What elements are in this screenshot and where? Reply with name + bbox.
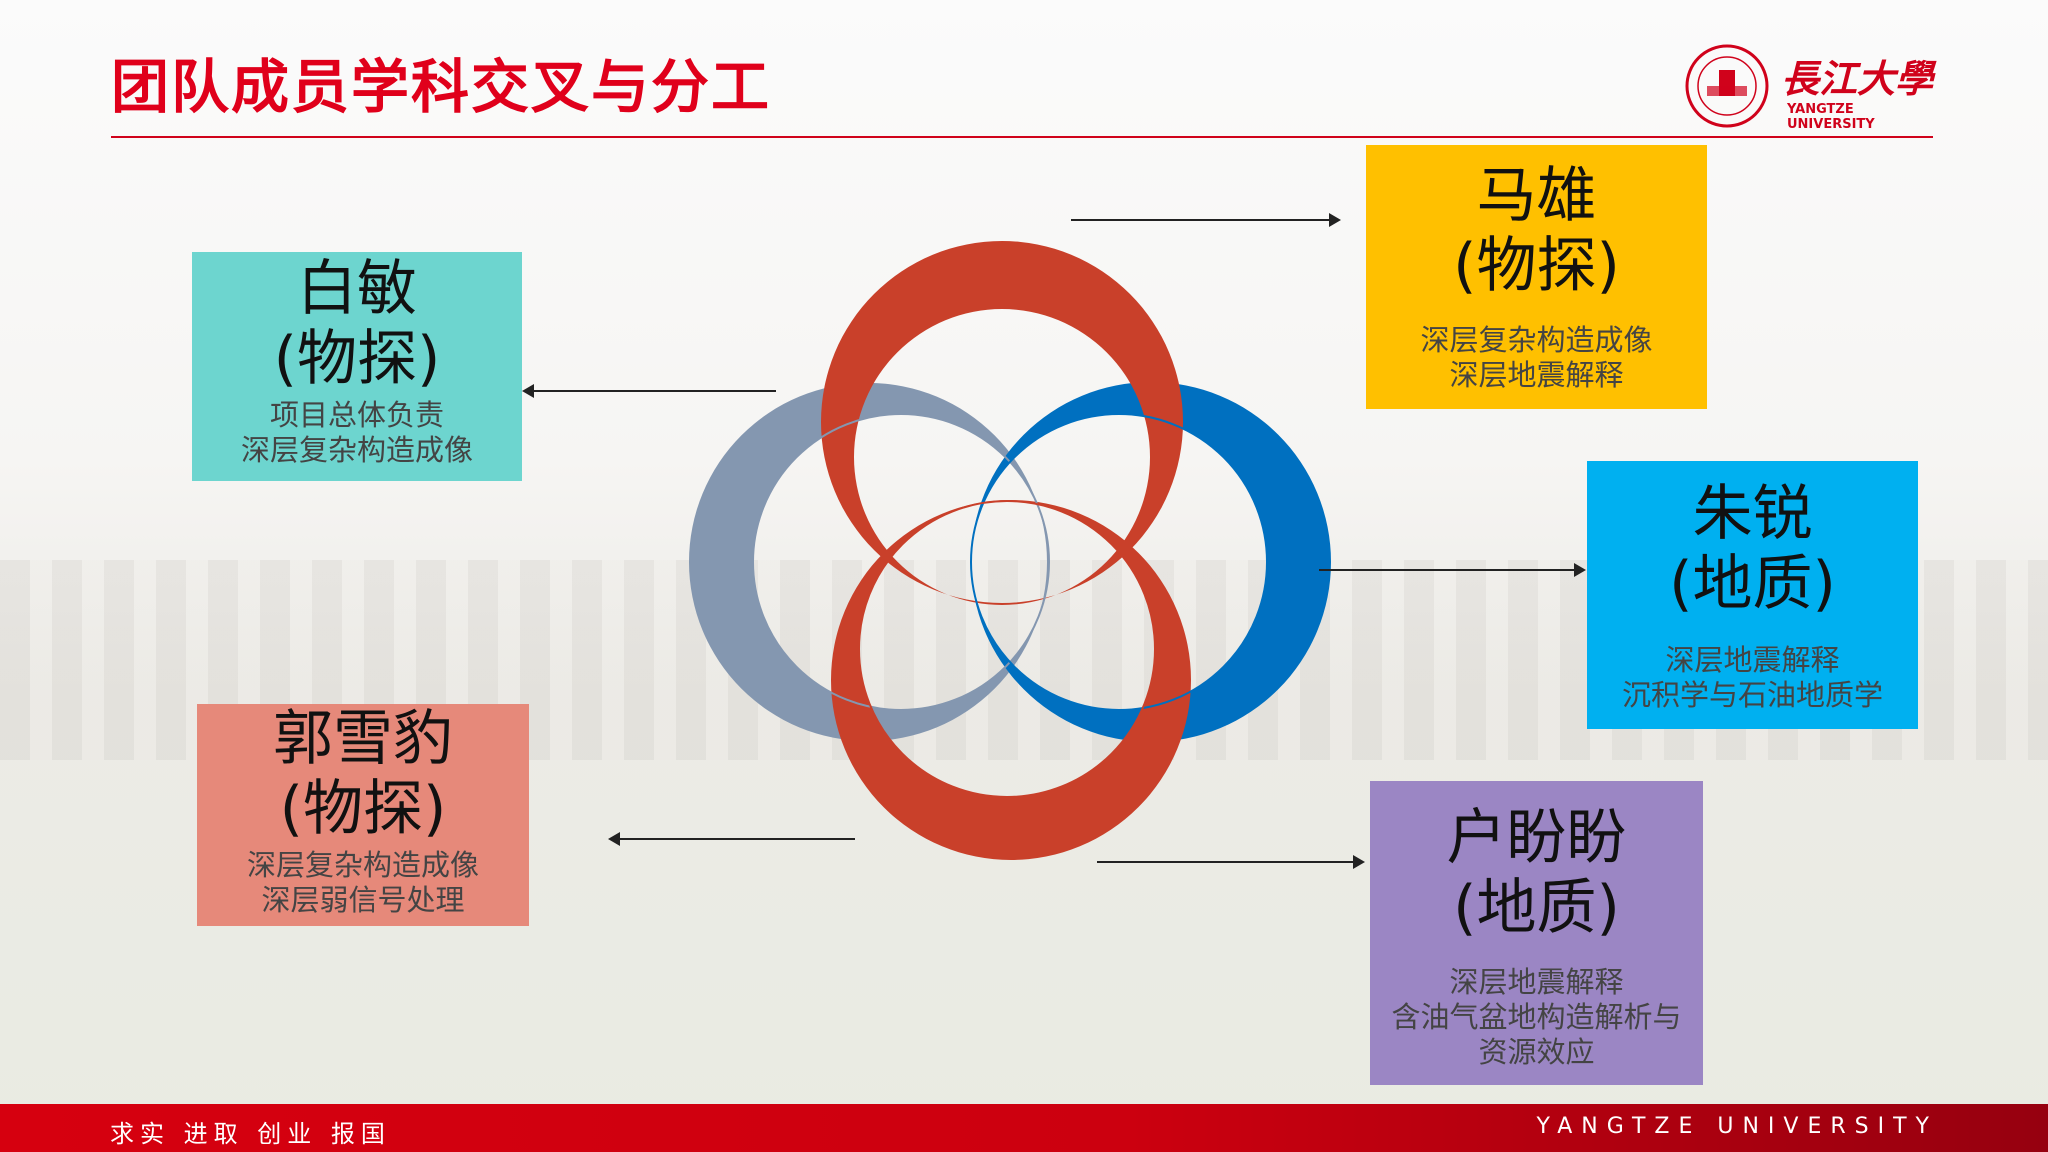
member-field: (物探) (273, 324, 441, 394)
member-duty: 深层地震解释 (1665, 643, 1840, 677)
member-duty: 资源效应 (1478, 1035, 1595, 1069)
footer-motto: 求实 进取 创业 报国 (110, 1120, 391, 1148)
logo-name-cn: 長江大學 (1781, 56, 1934, 101)
member-card-baimin: 白敏 (物探) 项目总体负责 深层复杂构造成像 (192, 252, 522, 481)
member-card-guoxuebao: 郭雪豹 (物探) 深层复杂构造成像 深层弱信号处理 (197, 704, 529, 926)
arrow-to-hupanpan (1097, 855, 1365, 869)
title-divider (111, 136, 1933, 138)
university-seal-icon (1685, 44, 1769, 128)
member-name: 马雄 (1476, 161, 1597, 231)
member-card-zhurui: 朱锐 (地质) 深层地震解释 沉积学与石油地质学 (1587, 461, 1918, 729)
member-duty: 深层弱信号处理 (261, 883, 465, 917)
member-duty: 深层地震解释 (1449, 358, 1624, 392)
page-title: 团队成员学科交叉与分工 (111, 53, 772, 121)
member-field: (地质) (1453, 873, 1620, 943)
arrow-to-baimin (522, 384, 776, 398)
arrow-to-zhurui (1319, 563, 1586, 577)
member-field: (物探) (279, 774, 447, 844)
member-duty: 深层复杂构造成像 (240, 433, 473, 467)
blue-ring (971, 382, 1331, 742)
logo-name-en: YANGTZE UNIVERSITY (1787, 102, 1875, 132)
member-field: (地质) (1669, 549, 1836, 619)
member-card-hupanpan: 户盼盼 (地质) 深层地震解释 含油气盆地构造解析与 资源效应 (1370, 781, 1703, 1085)
member-duty: 深层地震解释 (1449, 965, 1624, 999)
member-duty: 沉积学与石油地质学 (1621, 678, 1883, 712)
member-name: 郭雪豹 (273, 704, 453, 774)
member-duty: 深层复杂构造成像 (1420, 323, 1653, 357)
member-name: 朱锐 (1692, 479, 1813, 549)
footer-bar: 求实 进取 创业 报国 YANGTZE UNIVERSITY (0, 1104, 2048, 1152)
member-duty: 项目总体负责 (269, 398, 444, 432)
footer-university: YANGTZE UNIVERSITY (1536, 1114, 1938, 1139)
top-red-ring (821, 241, 1183, 605)
arrow-to-maxiong (1071, 213, 1341, 227)
member-duty: 深层复杂构造成像 (246, 848, 479, 882)
member-name: 白敏 (297, 254, 417, 324)
member-duty: 含油气盆地构造解析与 (1391, 1000, 1682, 1034)
member-card-maxiong: 马雄 (物探) 深层复杂构造成像 深层地震解释 (1366, 145, 1707, 409)
member-field: (物探) (1453, 231, 1620, 301)
university-logo: 長江大學 YANGTZE UNIVERSITY (1683, 42, 1938, 132)
arrow-to-guoxuebao (608, 832, 855, 846)
member-name: 户盼盼 (1446, 803, 1627, 873)
gray-ring (688, 382, 1049, 742)
